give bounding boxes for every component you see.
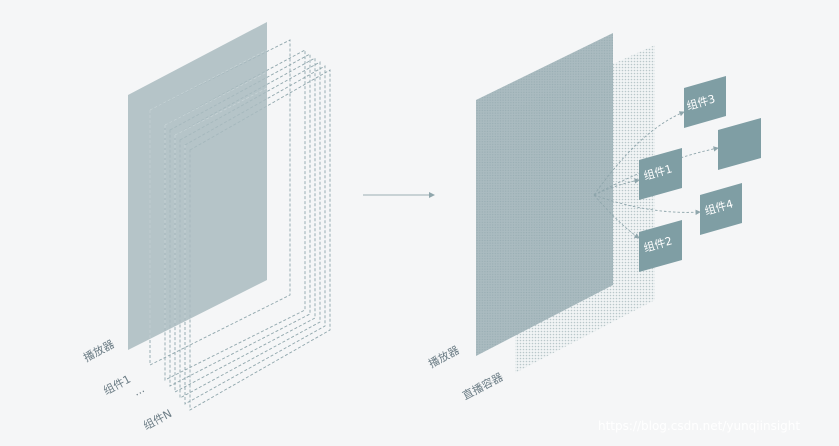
dispersion-arrows [593,111,719,239]
arrow-to-component2 [593,194,640,239]
left-component1-label: 组件1 [101,372,133,398]
right-container-label: 直播容器 [460,370,505,403]
left-componentN-label: 组件N [141,406,174,433]
component-layer-dashed [174,57,316,393]
component-layer-dashed [149,39,291,366]
arrow-to-component4 [593,194,701,215]
right-layer-stack: 组件3 组件1 组件4 组件2 播放器 直播容器 [426,33,761,403]
watermark-text: https://blog.csdn.net/yunqiinsight [598,419,800,433]
arrow-to-blank-tile [593,146,719,196]
tile-component4: 组件4 [700,183,742,235]
left-player-label: 播放器 [81,337,117,365]
tile-component1: 组件1 [639,148,682,200]
arrow-to-component3 [593,111,685,196]
left-layer-stack: 播放器 组件1 ... 组件N [81,22,331,433]
right-player-layer [476,33,613,356]
tile-blank [718,118,761,170]
tile-component2: 组件2 [639,220,682,272]
tile-component3: 组件3 [684,76,726,128]
left-player-layer [128,22,267,350]
right-player-label: 播放器 [426,343,462,371]
left-ellipsis: ... [131,382,146,398]
component-layer-dashed [189,69,331,411]
component-layers-overlay [149,49,268,338]
arrow-to-component1 [593,178,640,196]
